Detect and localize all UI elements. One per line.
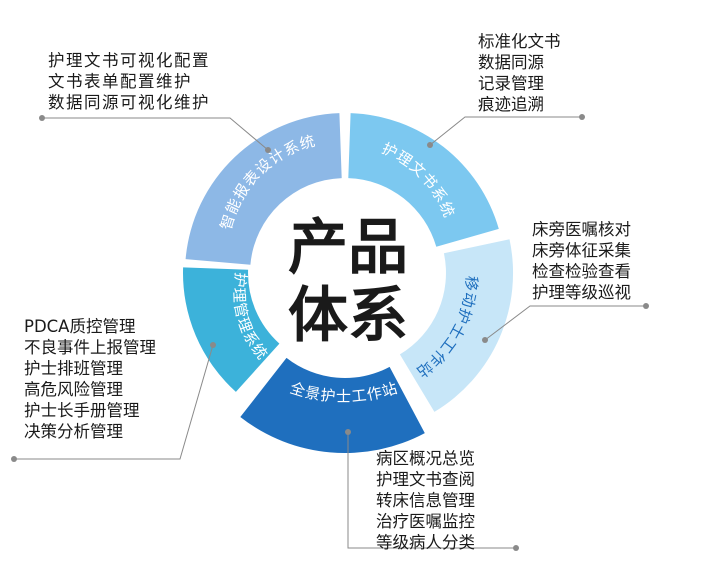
list-item: 病区概况总览 [376, 449, 475, 468]
list-item: 数据同源 [478, 53, 544, 72]
segment-panoramic-nurse-station[interactable] [240, 357, 425, 454]
leader-top-left [39, 115, 271, 153]
list-mobile-station-features: 床旁医嘱核对 床旁体征采集 检查检验查看 护理等级巡视 [532, 219, 631, 303]
list-item: 床旁体征采集 [532, 241, 631, 260]
leader-left [11, 342, 216, 462]
list-item: 痕迹追溯 [478, 95, 544, 114]
list-report-design-features: 护理文书可视化配置 文书表单配置维护 数据同源可视化维护 [48, 50, 210, 113]
list-item: 护理文书查阅 [376, 470, 475, 489]
list-item: 护士长手册管理 [24, 401, 140, 420]
list-panoramic-station-features: 病区概况总览 护理文书查阅 转床信息管理 治疗医嘱监控 等级病人分类 [376, 448, 475, 553]
leader-top-right [427, 114, 585, 148]
segment-report-design-system[interactable] [185, 113, 342, 265]
list-item: 数据同源可视化维护 [48, 93, 210, 112]
list-item: 床旁医嘱核对 [532, 220, 631, 239]
list-item: 护士排班管理 [24, 359, 123, 378]
center-title-line-2: 体系 [288, 281, 408, 351]
list-nursing-management-features: PDCA质控管理 不良事件上报管理 护士排班管理 高危风险管理 护士长手册管理 … [24, 316, 156, 442]
list-item: 转床信息管理 [376, 491, 475, 510]
list-item: 文书表单配置维护 [48, 72, 192, 91]
center-title-line-1: 产品 [288, 213, 408, 283]
list-item: 标准化文书 [478, 32, 561, 51]
leader-right [482, 303, 649, 343]
segment-nursing-documents-system[interactable] [348, 113, 499, 247]
segment-mobile-nurse-station[interactable] [399, 239, 514, 412]
list-item: 高危风险管理 [24, 380, 123, 399]
list-item: 检查检验查看 [532, 262, 631, 281]
list-item: 护理文书可视化配置 [48, 51, 210, 70]
list-item: 不良事件上报管理 [24, 338, 156, 357]
list-item: PDCA质控管理 [24, 317, 136, 336]
list-nursing-documents-features: 标准化文书 数据同源 记录管理 痕迹追溯 [478, 31, 561, 115]
list-item: 记录管理 [478, 74, 544, 93]
list-item: 决策分析管理 [24, 422, 123, 441]
list-item: 护理等级巡视 [532, 283, 631, 302]
leader-bottom [345, 429, 519, 551]
segment-nursing-management-system[interactable] [183, 267, 280, 392]
list-item: 等级病人分类 [376, 533, 475, 552]
list-item: 治疗医嘱监控 [376, 512, 475, 531]
